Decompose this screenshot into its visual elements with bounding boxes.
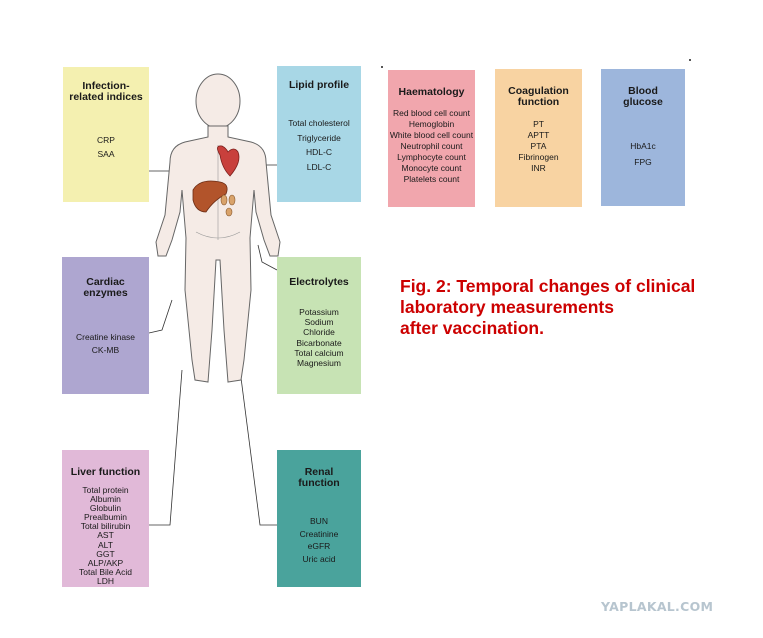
list-item: Total Bile Acid: [79, 566, 132, 577]
list-item: ALT: [98, 539, 113, 550]
stray-dot: [689, 59, 691, 61]
box-title: Liver function: [70, 466, 141, 478]
list-item: PT: [533, 119, 544, 129]
list-item: Globulin: [89, 503, 122, 514]
box-title: Coagulation function: [508, 85, 569, 108]
list-item: INR: [531, 163, 546, 173]
list-item: Triglyceride: [297, 132, 341, 143]
box-title: Haematology: [398, 86, 465, 98]
list-item: PTA: [530, 141, 547, 151]
list-item: White blood cell count: [389, 130, 474, 140]
watermark-logo: YAPLAKAL.COM: [601, 599, 714, 614]
list-item: Neutrophil count: [400, 141, 463, 151]
list-item: Bicarbonate: [296, 337, 342, 348]
list-item: ALP/AKP: [87, 557, 124, 568]
renal-function-box: Renal function BUN Creatinine eGFR Uric aci…: [277, 450, 361, 587]
list-item: Magnesium: [297, 358, 341, 369]
list-item: FPG: [634, 157, 652, 167]
list-item: Creatine kinase: [75, 332, 136, 342]
item-list: BUN Creatinine eGFR Uric acid: [277, 515, 361, 565]
list-item: HDL-C: [306, 147, 332, 157]
box-title: Infection-related indices: [69, 80, 143, 103]
list-item: AST: [97, 530, 114, 541]
infection-indices-box: Infection-related indices CRP SAA: [63, 67, 149, 202]
list-item: Chloride: [303, 327, 335, 338]
list-item: Fibrinogen: [518, 152, 559, 162]
list-item: LDL-C: [306, 161, 332, 172]
list-item: Potassium: [299, 307, 339, 317]
box-title: Electrolytes: [289, 276, 349, 288]
box-title: Lipid profile: [288, 79, 350, 91]
figure-caption: Fig. 2: Temporal changes of clinical lab…: [400, 276, 745, 339]
list-item: Platelets count: [403, 174, 460, 184]
list-item: CK-MB: [91, 345, 120, 355]
list-item: Total cholesterol: [288, 118, 350, 128]
caption-line: Fig. 2: Temporal changes of clinical: [400, 276, 696, 296]
list-item: Creatinine: [299, 528, 339, 539]
caption-line: after vaccination.: [400, 318, 544, 338]
list-item: Prealbumin: [84, 512, 127, 523]
list-item: Hemoglobin: [408, 119, 455, 129]
list-item: SAA: [97, 149, 115, 159]
list-item: Monocyte count: [401, 163, 462, 173]
list-item: Total bilirubin: [80, 521, 131, 532]
stray-dot: [381, 66, 383, 68]
item-list: CRP SAA: [63, 133, 149, 161]
box-title: Cardiac enzymes: [83, 276, 128, 299]
list-item: APTT: [527, 130, 550, 140]
list-item: Sodium: [304, 317, 334, 328]
kidney-icon: [220, 194, 236, 217]
heart-icon: [217, 145, 240, 177]
list-item: BUN: [310, 516, 328, 526]
box-title: Renal function: [298, 466, 340, 489]
list-item: LDH: [96, 575, 114, 586]
list-item: CRP: [97, 135, 115, 145]
list-item: Lymphocyte count: [397, 152, 466, 162]
liver-icon: [192, 180, 228, 213]
list-item: HbA1c: [630, 141, 656, 151]
list-item: eGFR: [307, 541, 331, 551]
list-item: Uric acid: [302, 553, 336, 564]
list-item: GGT: [96, 548, 115, 559]
list-item: Total calcium: [294, 347, 344, 358]
box-title: Blood glucose: [623, 85, 663, 108]
caption-line: laboratory measurements: [400, 297, 614, 317]
list-item: Total protein: [82, 485, 129, 495]
list-item: Albumin: [90, 494, 121, 505]
list-item: Red blood cell count: [392, 108, 471, 118]
